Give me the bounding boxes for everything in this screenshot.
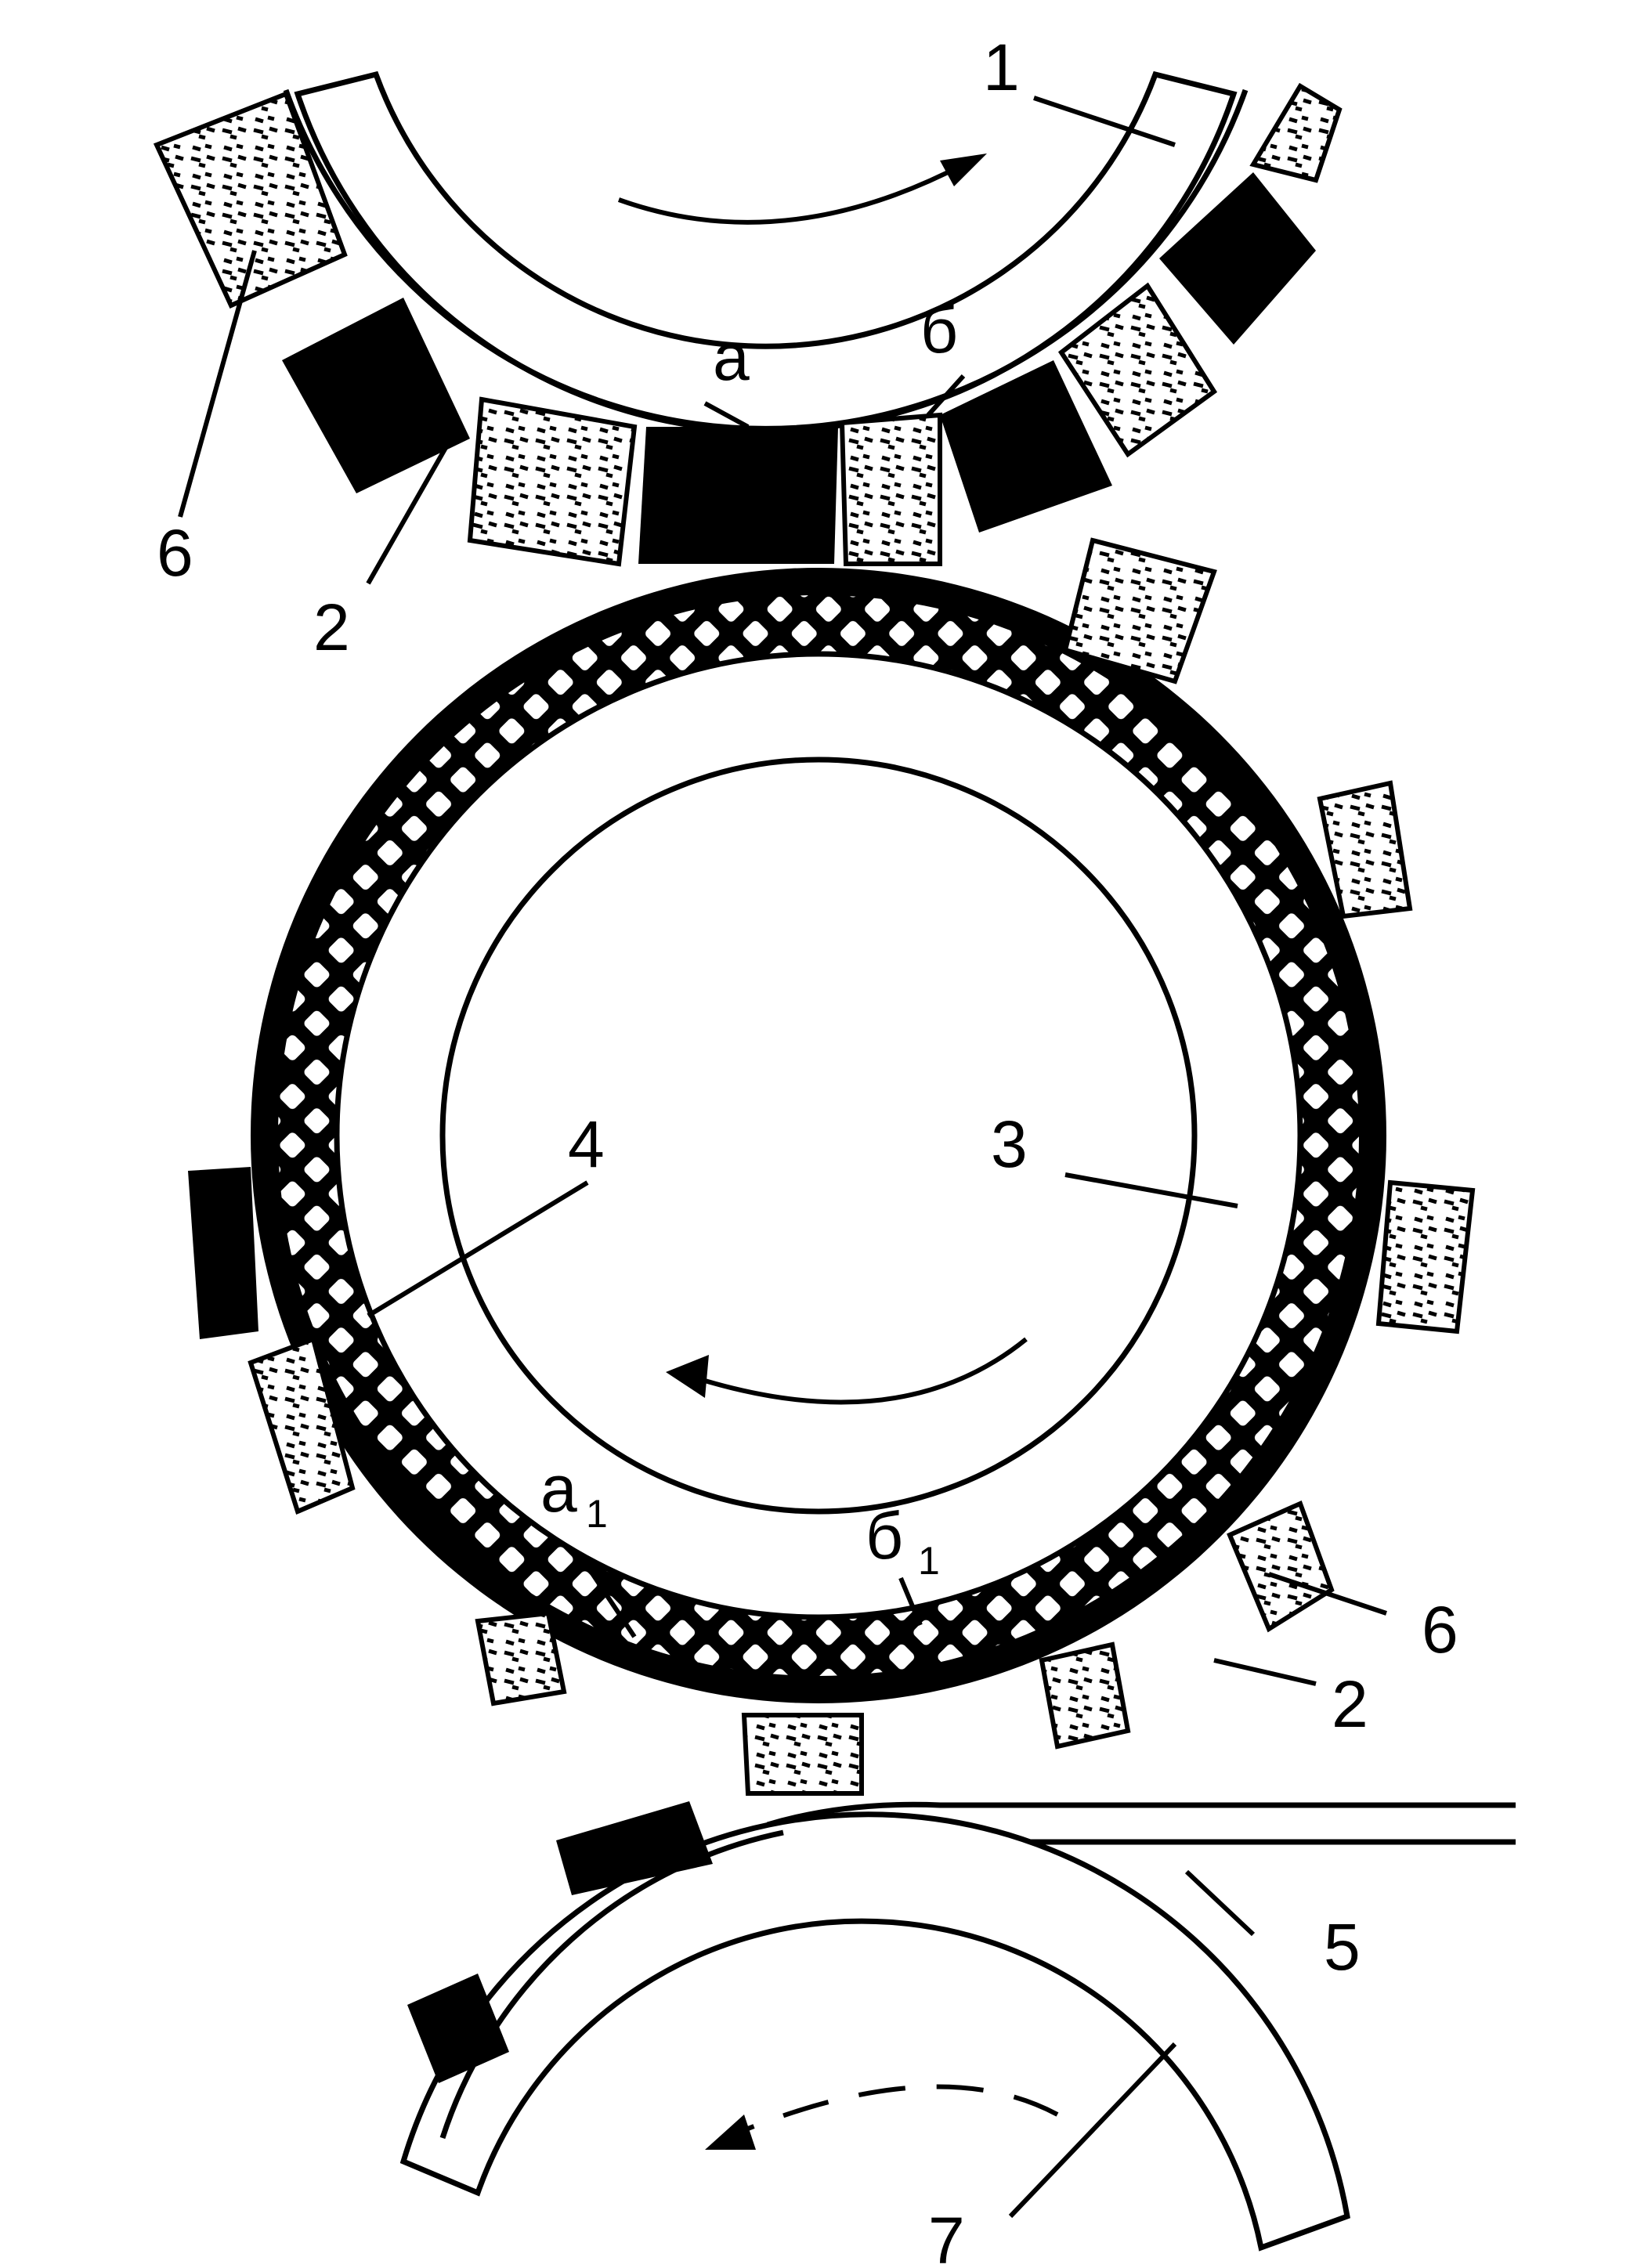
label-roll-bottom: 7 [928, 2204, 965, 2268]
blank-zone-segment [467, 396, 638, 567]
label-ink-zone-right: 2 [1332, 1667, 1368, 1741]
bottom-blade-segment [407, 1974, 509, 2083]
bottom-roll [399, 1801, 1350, 2252]
label-point-a1: а [540, 1452, 577, 1526]
label-point-a1-sub: 1 [586, 1492, 608, 1536]
ink-zone-segment [940, 360, 1112, 533]
ink-blade-left [188, 1167, 258, 1339]
label-blank-zone-right: 6 [1422, 1593, 1458, 1667]
center-cylinder [439, 757, 1198, 1515]
blank-zone-segment [153, 91, 348, 309]
label-point-b1: б [866, 1499, 903, 1573]
top-roll-segments [153, 82, 1343, 567]
label-blank-zone: 6 [157, 516, 193, 590]
arrowhead-center [666, 1355, 709, 1398]
rotation-arrow-center [696, 1337, 1028, 1405]
label-screen-mesh: 4 [568, 1107, 605, 1181]
arrowhead-top [940, 153, 987, 186]
ink-zone-segment [282, 298, 470, 493]
blank-zone-segment [839, 412, 942, 566]
labels: 1 6 2 а б 3 4 а 1 б 1 6 2 5 7 [157, 31, 1458, 2268]
blank-zone-segment [1057, 282, 1218, 458]
label-ink-zone: 2 [313, 590, 350, 664]
cylinder-blank-zones [248, 537, 1476, 1796]
label-center-cylinder: 3 [991, 1107, 1028, 1181]
label-point-b: б [920, 293, 958, 367]
rotation-arrow-bottom [743, 2084, 1059, 2133]
label-web: 5 [1324, 1910, 1361, 1984]
arrowhead-bottom [705, 2115, 756, 2150]
blank-zone-segment [1249, 82, 1343, 183]
bottom-blade-segment [556, 1801, 713, 1895]
center-cylinder-group [251, 568, 1386, 1703]
label-point-a: а [713, 320, 750, 394]
ink-zone-segment [1159, 172, 1316, 345]
label-point-b1-sub: 1 [918, 1539, 940, 1583]
label-roll-top: 1 [983, 31, 1020, 104]
leader-lines [178, 96, 1387, 2219]
cylinder-body [334, 651, 1303, 1620]
rotation-arrow-top [617, 162, 965, 225]
ink-zone-segment [638, 427, 838, 564]
